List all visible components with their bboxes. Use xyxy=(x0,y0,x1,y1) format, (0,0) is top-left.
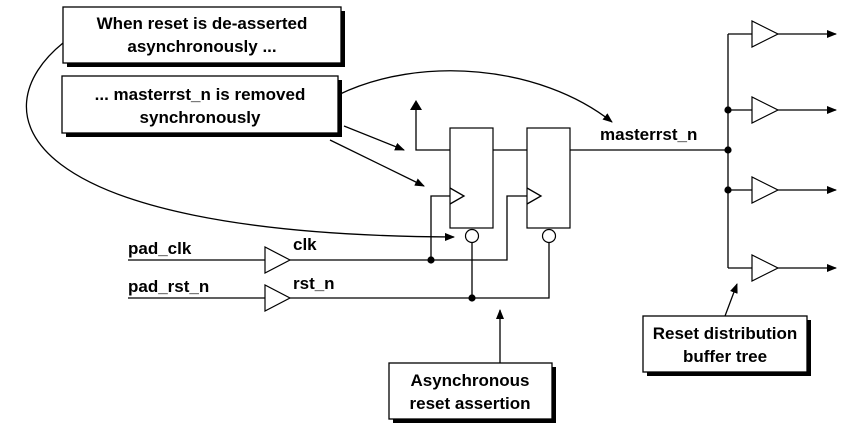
arrow-removed-to-ff1-d xyxy=(343,125,405,151)
clk-input-buffer xyxy=(264,246,292,274)
tree-buffer-1 xyxy=(728,20,837,48)
pad-rst-n-label: pad_rst_n xyxy=(128,277,209,296)
masterrst-n-label: masterrst_n xyxy=(600,125,697,144)
clk-net-ff1 xyxy=(430,195,450,260)
arrow-removed-to-masterrst xyxy=(337,70,613,123)
clk-label: clk xyxy=(293,235,317,254)
clk-junction-dot xyxy=(427,256,435,264)
callout-removed-line1: ... masterrst_n is removed xyxy=(95,85,306,104)
flip-flop-2 xyxy=(526,127,571,244)
ff1-d-tie-high xyxy=(415,106,450,151)
arrow-deasserted-to-async-reset xyxy=(25,42,455,241)
tree-junction-dot-2 xyxy=(724,146,732,154)
ff2-reset-bubble xyxy=(541,228,557,244)
clk-net xyxy=(290,195,527,261)
callout-removed-line2: synchronously xyxy=(140,108,261,127)
tree-buffer-2 xyxy=(728,96,837,124)
callout-removed: ... masterrst_n is removed synchronously xyxy=(61,75,342,137)
pad-clk-label: pad_clk xyxy=(128,239,192,258)
rst-n-net xyxy=(290,243,550,299)
callout-deasserted: When reset is de-asserted asynchronously… xyxy=(62,6,345,67)
callout-deasserted-line2: asynchronously ... xyxy=(127,37,276,56)
callout-buffer-tree: Reset distribution buffer tree xyxy=(642,315,811,376)
callout-async-assert-line1: Asynchronous xyxy=(410,371,529,390)
callout-async-assert-line2: reset assertion xyxy=(410,394,531,413)
tree-buffer-3 xyxy=(728,176,837,204)
ff1-reset-bubble xyxy=(464,228,480,244)
rst-n-label: rst_n xyxy=(293,274,335,293)
callout-buffer-tree-line1: Reset distribution xyxy=(653,324,798,343)
flip-flop-1 xyxy=(449,127,494,244)
callout-async-assert: Asynchronous reset assertion xyxy=(388,362,556,423)
arrow-removed-to-ff1-clk xyxy=(329,139,425,187)
rst-junction-dot xyxy=(468,294,476,302)
tree-buffer-4 xyxy=(728,254,837,282)
callout-deasserted-line1: When reset is de-asserted xyxy=(97,14,308,33)
arrow-buffer-tree xyxy=(724,283,738,317)
rst-input-buffer xyxy=(264,284,292,312)
callout-buffer-tree-line2: buffer tree xyxy=(683,347,767,366)
